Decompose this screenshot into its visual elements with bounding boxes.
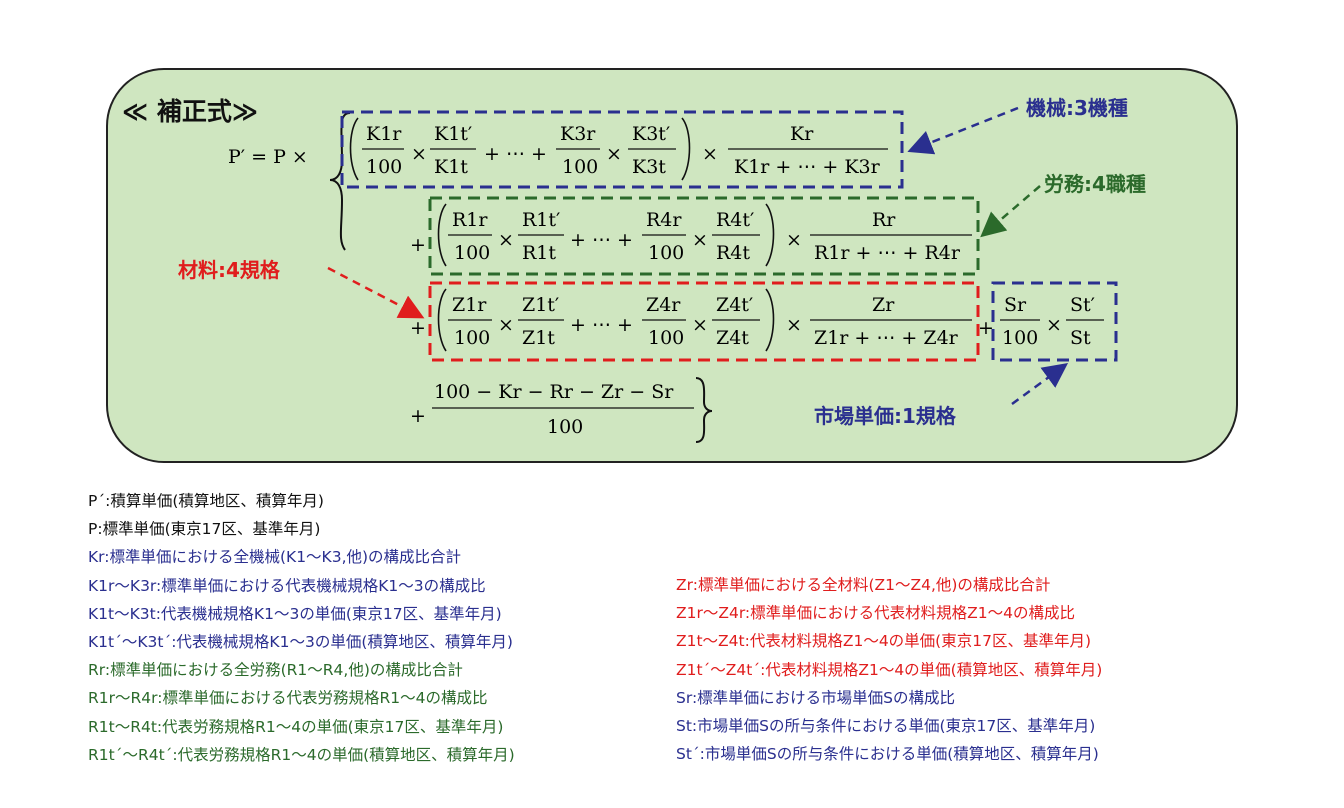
labor-row: R1r 100 × R1t′ R1t + ⋯ + R4r 100 × R4t′ … bbox=[437, 203, 972, 267]
material-plus: + bbox=[410, 317, 426, 339]
big-right-brace bbox=[695, 377, 713, 443]
machine-w-den: K1r + ⋯ + K3r bbox=[734, 156, 881, 178]
legend-item: Z1t´～Z4t´:代表材料規格Z1～4の単価(積算地区、積算年月) bbox=[676, 660, 1103, 679]
machine-d-num: K3t′ bbox=[632, 123, 670, 145]
machine-box bbox=[340, 110, 904, 189]
machine-b-num: K1t′ bbox=[434, 123, 472, 145]
legend-item: R1r～R4r:標準単価における代表労務規格R1～4の構成比 bbox=[88, 689, 488, 708]
labor-c-num: R4r bbox=[646, 209, 682, 231]
market-a-num: Sr bbox=[1004, 294, 1027, 316]
material-a-den: 100 bbox=[454, 327, 490, 349]
market-box bbox=[991, 281, 1118, 362]
material-callout-arrow bbox=[327, 266, 425, 319]
legend-item: P:標準単価(東京17区、基準年月) bbox=[88, 520, 321, 539]
legend-item: St´:市場単価Sの所与条件における単価(積算地区、積算年月) bbox=[676, 745, 1099, 764]
big-left-brace bbox=[329, 112, 351, 251]
market-plus: + bbox=[978, 317, 994, 339]
material-times-3: × bbox=[786, 314, 802, 336]
labor-d-num: R4t′ bbox=[716, 209, 754, 231]
formula-lhs: P′ = P × bbox=[228, 146, 308, 168]
material-c-num: Z4r bbox=[646, 294, 681, 316]
market-callout-label: 市場単価:1規格 bbox=[814, 404, 956, 428]
labor-b-den: R1t bbox=[522, 242, 556, 264]
labor-plus: + bbox=[410, 234, 426, 256]
material-w-den: Z1r + ⋯ + Z4r bbox=[814, 327, 959, 349]
material-dots: + ⋯ + bbox=[570, 314, 633, 336]
legend-item: R1t～R4t:代表労務規格R1～4の単価(東京17区、基準年月) bbox=[88, 717, 504, 736]
legend-item: Sr:標準単価における市場単価Sの構成比 bbox=[676, 688, 956, 707]
market-b-den: St bbox=[1070, 327, 1091, 349]
labor-box bbox=[428, 196, 980, 276]
legend-item: R1t´～R4t´:代表労務規格R1～4の単価(積算地区、積算年月) bbox=[88, 745, 515, 764]
labor-times-3: × bbox=[786, 229, 802, 251]
machine-d-den: K3t bbox=[632, 156, 666, 178]
machine-c-num: K3r bbox=[560, 123, 596, 145]
material-d-den: Z4t bbox=[716, 327, 749, 349]
formula-title: ≪ 補正式≫ bbox=[122, 97, 259, 126]
labor-dots: + ⋯ + bbox=[570, 229, 633, 251]
material-times-1: × bbox=[498, 314, 514, 336]
labor-a-num: R1r bbox=[452, 209, 488, 231]
legend-item: Kr:標準単価における全機械(K1～K3,他)の構成比合計 bbox=[88, 548, 462, 567]
machine-dots: + ⋯ + bbox=[484, 143, 547, 165]
legend-item: P´:積算単価(積算地区、積算年月) bbox=[88, 492, 324, 510]
market-callout-arrow bbox=[1011, 363, 1069, 406]
machine-times-1: × bbox=[411, 143, 427, 165]
material-callout-label: 材料:4規格 bbox=[178, 258, 280, 282]
labor-callout-label: 労務:4職種 bbox=[1044, 172, 1146, 196]
legend-item: K1t´～K3t´:代表機械規格K1～3の単価(積算地区、積算年月) bbox=[88, 633, 513, 651]
labor-d-den: R4t bbox=[716, 242, 750, 264]
machine-callout-label: 機械:3機種 bbox=[1026, 96, 1128, 120]
machine-times-3: × bbox=[702, 143, 718, 165]
machine-a-den: 100 bbox=[366, 156, 402, 178]
machine-b-den: K1t bbox=[434, 156, 468, 178]
material-row: Z1r 100 × Z1t′ Z1t + ⋯ + Z4r 100 × Z4t′ … bbox=[437, 288, 972, 352]
machine-c-den: 100 bbox=[562, 156, 598, 178]
labor-c-den: 100 bbox=[648, 242, 684, 264]
legend-item: St:市場単価Sの所与条件における単価(東京17区、基準年月) bbox=[676, 717, 1096, 735]
legend-item: Rr:標準単価における全労務(R1～R4,他)の構成比合計 bbox=[88, 661, 463, 680]
material-w-num: Zr bbox=[872, 294, 895, 316]
labor-times-1: × bbox=[498, 229, 514, 251]
legend-item: Zr:標準単価における全材料(Z1～Z4,他)の構成比合計 bbox=[676, 576, 1051, 594]
material-b-num: Z1t′ bbox=[522, 294, 559, 316]
remainder-num: 100 − Kr − Rr − Zr − Sr bbox=[434, 381, 674, 403]
market-times: × bbox=[1046, 314, 1062, 336]
material-times-2: × bbox=[692, 314, 708, 336]
machine-times-2: × bbox=[606, 143, 622, 165]
market-row: Sr 100 × St′ St bbox=[1000, 294, 1104, 349]
labor-w-den: R1r + ⋯ + R4r bbox=[814, 242, 961, 264]
market-b-num: St′ bbox=[1070, 294, 1095, 316]
formula-panel bbox=[106, 68, 1238, 463]
machine-w-num: Kr bbox=[790, 123, 814, 145]
market-a-den: 100 bbox=[1002, 327, 1038, 349]
labor-times-2: × bbox=[692, 229, 708, 251]
material-b-den: Z1t bbox=[522, 327, 555, 349]
labor-callout-arrow bbox=[980, 185, 1041, 238]
remainder-den: 100 bbox=[547, 416, 583, 438]
labor-a-den: 100 bbox=[454, 242, 490, 264]
machine-callout-arrow bbox=[907, 106, 1019, 155]
machine-a-num: K1r bbox=[366, 123, 402, 145]
remainder-plus: + bbox=[410, 405, 426, 427]
material-box bbox=[428, 281, 980, 362]
material-a-num: Z1r bbox=[452, 294, 487, 316]
material-d-num: Z4t′ bbox=[716, 294, 753, 316]
legend-item: Z1t～Z4t:代表材料規格Z1～4の単価(東京17区、基準年月) bbox=[676, 632, 1091, 651]
material-c-den: 100 bbox=[648, 327, 684, 349]
machine-row: K1r 100 × K1t′ K1t + ⋯ + K3r 100 × K3t′ … bbox=[349, 117, 888, 181]
labor-w-num: Rr bbox=[872, 209, 896, 231]
legend-item: Z1r～Z4r:標準単価における代表材料規格Z1～4の構成比 bbox=[676, 604, 1075, 623]
legend-item: K1r～K3r:標準単価における代表機械規格K1～3の構成比 bbox=[88, 576, 486, 595]
remainder-row: 100 − Kr − Rr − Zr − Sr 100 bbox=[432, 381, 694, 438]
labor-b-num: R1t′ bbox=[522, 209, 560, 231]
legend-item: K1t～K3t:代表機械規格K1～3の単価(東京17区、基準年月) bbox=[88, 604, 502, 623]
